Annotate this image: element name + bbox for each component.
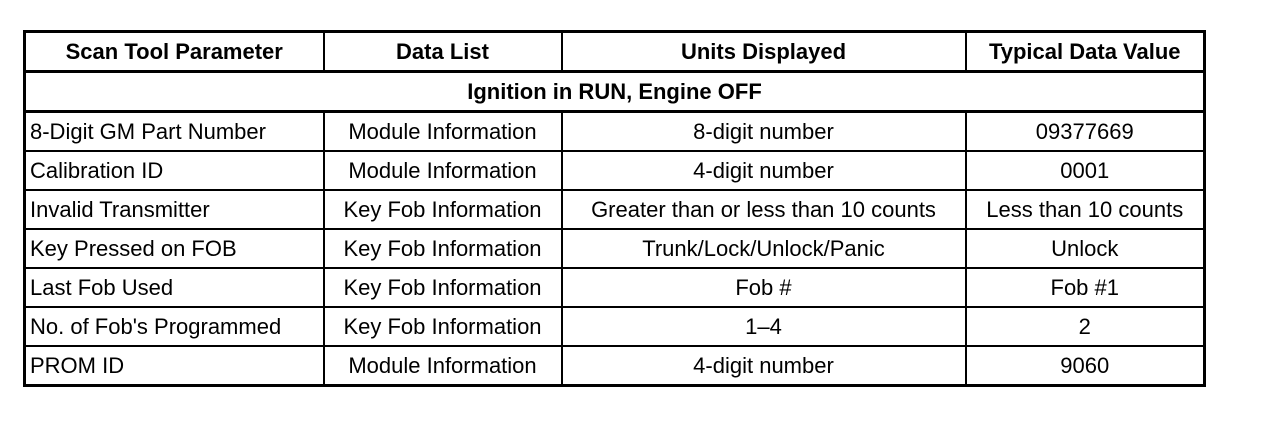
cell-parameter: No. of Fob's Programmed xyxy=(23,306,325,347)
table-row: 8-Digit GM Part Number Module Informatio… xyxy=(23,110,1206,152)
table-row: No. of Fob's Programmed Key Fob Informat… xyxy=(23,306,1206,347)
cell-units: Fob # xyxy=(560,267,967,308)
cell-data-list: Key Fob Information xyxy=(322,267,563,308)
table-row: Invalid Transmitter Key Fob Information … xyxy=(23,189,1206,230)
cell-units: Greater than or less than 10 counts xyxy=(560,189,967,230)
header-scan-tool-parameter: Scan Tool Parameter xyxy=(23,30,325,73)
cell-units: Trunk/Lock/Unlock/Panic xyxy=(560,228,967,269)
scan-tool-parameter-table: Scan Tool Parameter Data List Units Disp… xyxy=(23,30,1206,387)
cell-parameter: PROM ID xyxy=(23,345,325,387)
cell-typical-value: Unlock xyxy=(964,228,1206,269)
cell-typical-value: 09377669 xyxy=(964,110,1206,152)
cell-typical-value: 0001 xyxy=(964,150,1206,191)
cell-typical-value: 2 xyxy=(964,306,1206,347)
cell-data-list: Module Information xyxy=(322,110,563,152)
cell-data-list: Key Fob Information xyxy=(322,189,563,230)
cell-parameter: Calibration ID xyxy=(23,150,325,191)
cell-data-list: Module Information xyxy=(322,345,563,387)
cell-typical-value: Fob #1 xyxy=(964,267,1206,308)
cell-units: 1–4 xyxy=(560,306,967,347)
cell-parameter: Invalid Transmitter xyxy=(23,189,325,230)
cell-units: 4-digit number xyxy=(560,150,967,191)
table-row: PROM ID Module Information 4-digit numbe… xyxy=(23,345,1206,387)
cell-units: 8-digit number xyxy=(560,110,967,152)
section-title: Ignition in RUN, Engine OFF xyxy=(23,70,1206,113)
cell-parameter: Key Pressed on FOB xyxy=(23,228,325,269)
table-row: Last Fob Used Key Fob Information Fob # … xyxy=(23,267,1206,308)
cell-data-list: Module Information xyxy=(322,150,563,191)
cell-units: 4-digit number xyxy=(560,345,967,387)
table-row: Calibration ID Module Information 4-digi… xyxy=(23,150,1206,191)
table-row: Key Pressed on FOB Key Fob Information T… xyxy=(23,228,1206,269)
cell-data-list: Key Fob Information xyxy=(322,306,563,347)
cell-data-list: Key Fob Information xyxy=(322,228,563,269)
header-units-displayed: Units Displayed xyxy=(560,30,967,73)
cell-typical-value: Less than 10 counts xyxy=(964,189,1206,230)
header-typical-data-value: Typical Data Value xyxy=(964,30,1206,73)
cell-parameter: Last Fob Used xyxy=(23,267,325,308)
cell-parameter: 8-Digit GM Part Number xyxy=(23,110,325,152)
header-row: Scan Tool Parameter Data List Units Disp… xyxy=(23,30,1206,73)
header-data-list: Data List xyxy=(322,30,563,73)
section-row: Ignition in RUN, Engine OFF xyxy=(23,70,1206,113)
cell-typical-value: 9060 xyxy=(964,345,1206,387)
